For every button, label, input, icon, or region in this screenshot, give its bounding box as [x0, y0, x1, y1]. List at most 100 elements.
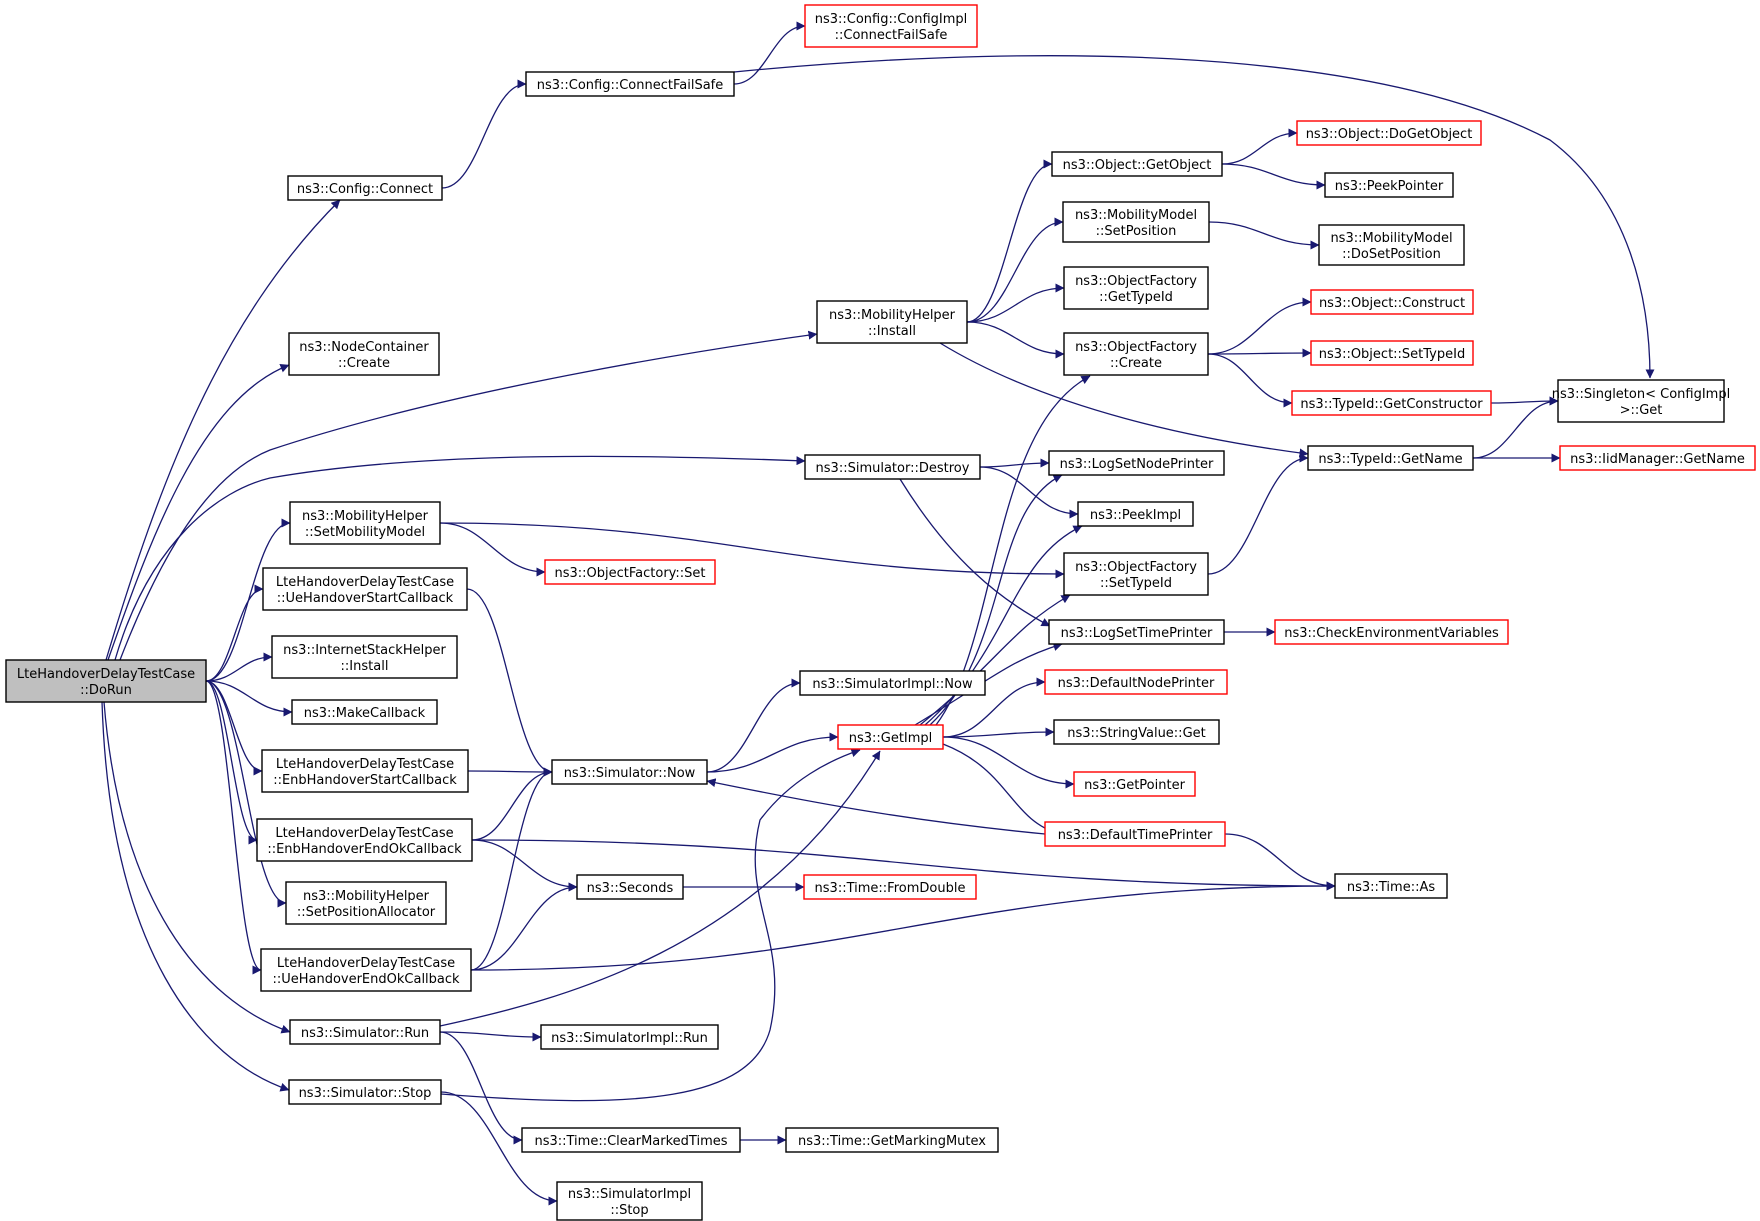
node-timeGetMarkingMutex[interactable]: ns3::Time::GetMarkingMutex [785, 1127, 999, 1153]
edge-doRun-to-ueHoStart [205, 584, 264, 682]
edge-doRun-to-simRun [103, 701, 291, 1034]
node-box [288, 332, 440, 376]
node-label: ns3::LogSetTimePrinter [1061, 626, 1213, 641]
node-box [1051, 151, 1223, 177]
node-label: ns3::Config::ConfigImpl [815, 12, 968, 27]
node-objDoGetObject[interactable]: ns3::Object::DoGetObject [1296, 120, 1482, 146]
edge-doRun-to-enbHoEndOk [205, 680, 258, 845]
node-objSetTypeId[interactable]: ns3::Object::SetTypeId [1310, 340, 1474, 366]
edge-mobHelperInstall-to-objGetObject [966, 159, 1053, 323]
node-label: ns3::ObjectFactory [1075, 560, 1197, 575]
edges-layer [101, 21, 1655, 1206]
node-label: ::SetPositionAllocator [297, 905, 436, 920]
node-objConstruct[interactable]: ns3::Object::Construct [1310, 289, 1474, 315]
node-mobModelSetPosition[interactable]: ns3::MobilityModel::SetPosition [1062, 201, 1210, 243]
node-simImplNow[interactable]: ns3::SimulatorImpl::Now [799, 670, 986, 696]
node-box [785, 1127, 999, 1153]
node-typeIdGetConstructor[interactable]: ns3::TypeId::GetConstructor [1291, 390, 1492, 416]
node-label: ::GetTypeId [1099, 290, 1173, 305]
node-simDestroy[interactable]: ns3::Simulator::Destroy [804, 454, 981, 480]
node-cfgConnect[interactable]: ns3::Config::Connect [287, 175, 443, 201]
node-seconds[interactable]: ns3::Seconds [576, 874, 684, 900]
node-checkEnvVars[interactable]: ns3::CheckEnvironmentVariables [1274, 619, 1509, 645]
node-box [1557, 379, 1725, 423]
node-objFactoryCreate[interactable]: ns3::ObjectFactory::Create [1063, 332, 1209, 376]
node-peekPointer[interactable]: ns3::PeekPointer [1324, 172, 1454, 198]
node-internetStackInstall[interactable]: ns3::InternetStackHelper::Install [271, 635, 458, 679]
edge-doRun-to-simDestroy [114, 455, 806, 661]
node-label: ::DoRun [80, 683, 132, 698]
node-label: ns3::Simulator::Stop [299, 1086, 432, 1101]
edge-doRun-to-simStop [101, 701, 290, 1092]
node-timeAs[interactable]: ns3::Time::As [1334, 873, 1448, 899]
node-simNow[interactable]: ns3::Simulator::Now [551, 759, 708, 785]
node-getImpl[interactable]: ns3::GetImpl [837, 724, 944, 750]
node-logSetNodePrinter[interactable]: ns3::LogSetNodePrinter [1048, 450, 1225, 476]
node-mobHelperSetMobilityModel[interactable]: ns3::MobilityHelper::SetMobilityModel [289, 501, 441, 545]
node-box [1053, 719, 1220, 745]
node-label: ns3::PeekImpl [1090, 508, 1181, 523]
node-logSetTimePrinter[interactable]: ns3::LogSetTimePrinter [1048, 619, 1225, 645]
node-singletonGet[interactable]: ns3::Singleton< ConfigImpl >::Get [1552, 379, 1730, 423]
node-objFactoryGetTypeId[interactable]: ns3::ObjectFactory::GetTypeId [1063, 266, 1209, 310]
node-nodeContainerCreate[interactable]: ns3::NodeContainer::Create [288, 332, 440, 376]
edge-doRun-to-makeCallback [205, 680, 293, 717]
node-defaultTimePrinter[interactable]: ns3::DefaultTimePrinter [1044, 821, 1226, 847]
node-iidManagerGetName[interactable]: ns3::IidManager::GetName [1559, 445, 1756, 471]
edge-simDestroy-to-logSetNodePrinter [979, 458, 1050, 468]
node-stringValueGet[interactable]: ns3::StringValue::Get [1053, 719, 1220, 745]
node-simImplStop[interactable]: ns3::SimulatorImpl::Stop [556, 1181, 703, 1221]
node-simImplRun[interactable]: ns3::SimulatorImpl::Run [540, 1024, 719, 1050]
node-label: ns3::DefaultNodePrinter [1058, 676, 1215, 691]
node-mobHelperSetPosAlloc[interactable]: ns3::MobilityHelper::SetPositionAllocato… [285, 881, 447, 925]
node-label: ns3::Simulator::Run [301, 1026, 429, 1041]
node-ueHoStart[interactable]: LteHandoverDelayTestCase::UeHandoverStar… [262, 567, 468, 611]
node-label: ::ConnectFailSafe [835, 28, 948, 43]
node-getPointer[interactable]: ns3::GetPointer [1073, 771, 1196, 797]
edge-ueHoEndOk-to-seconds [470, 882, 578, 971]
node-label: ns3::MobilityModel [1075, 208, 1197, 223]
node-objGetObject[interactable]: ns3::Object::GetObject [1051, 151, 1223, 177]
node-timeClearMarked[interactable]: ns3::Time::ClearMarkedTimes [521, 1127, 741, 1153]
node-cfgConnectFailSafe[interactable]: ns3::Config::ConnectFailSafe [525, 71, 735, 97]
edge-ueHoEndOk-to-timeAs [470, 881, 1336, 971]
node-box [1062, 201, 1210, 243]
node-box [260, 948, 472, 992]
node-mobHelperInstall[interactable]: ns3::MobilityHelper::Install [816, 300, 968, 344]
node-enbHoStart[interactable]: LteHandoverDelayTestCase::EnbHandoverSta… [261, 749, 469, 793]
node-label: ns3::Time::As [1347, 880, 1436, 895]
edge-cfgConnect-to-cfgConnectFailSafe [441, 79, 527, 189]
nodes-layer: LteHandoverDelayTestCase::DoRun ns3::Conf… [5, 4, 1756, 1221]
node-simStop[interactable]: ns3::Simulator::Stop [288, 1079, 442, 1105]
edge-getImpl-to-defaultTimePrinter [942, 743, 1061, 837]
node-label: ns3::Time::GetMarkingMutex [798, 1134, 986, 1149]
node-box [803, 874, 977, 900]
node-cfgImplConnectFailSafe[interactable]: ns3::Config::ConfigImpl::ConnectFailSafe [804, 4, 978, 48]
node-simRun[interactable]: ns3::Simulator::Run [289, 1019, 441, 1045]
node-peekImpl[interactable]: ns3::PeekImpl [1077, 501, 1194, 527]
node-typeIdGetName[interactable]: ns3::TypeId::GetName [1307, 445, 1474, 471]
node-label: ::SetPosition [1096, 224, 1177, 239]
node-label: ns3::MobilityHelper [302, 509, 429, 524]
node-objFactorySet[interactable]: ns3::ObjectFactory::Set [544, 559, 716, 585]
node-box [556, 1181, 703, 1221]
node-box [271, 635, 458, 679]
edge-objGetObject-to-objDoGetObject [1221, 128, 1298, 165]
edge-cfgConnectFailSafe-to-singletonGet [733, 55, 1655, 379]
node-ueHoEndOk[interactable]: LteHandoverDelayTestCase::UeHandoverEndO… [260, 948, 472, 992]
node-label: ::DoSetPosition [1342, 247, 1441, 262]
node-mobModelDoSetPosition[interactable]: ns3::MobilityModel::DoSetPosition [1318, 224, 1465, 266]
node-label: ns3::Simulator::Now [564, 766, 696, 781]
edge-getImpl-to-logSetTimePrinter [914, 642, 1063, 726]
node-label: ns3::MobilityModel [1330, 231, 1452, 246]
node-defaultNodePrinter[interactable]: ns3::DefaultNodePrinter [1044, 669, 1228, 695]
node-makeCallback[interactable]: ns3::MakeCallback [291, 699, 438, 725]
edge-objFactoryCreate-to-objSetTypeId [1207, 348, 1312, 358]
node-doRun[interactable]: LteHandoverDelayTestCase::DoRun [5, 659, 207, 703]
node-objFactorySetTypeId[interactable]: ns3::ObjectFactory::SetTypeId [1063, 552, 1209, 596]
edge-simNow-to-getImpl [706, 732, 839, 773]
node-timeFromDouble[interactable]: ns3::Time::FromDouble [803, 874, 977, 900]
node-enbHoEndOk[interactable]: LteHandoverDelayTestCase::EnbHandoverEnd… [256, 818, 473, 862]
node-label: ns3::GetImpl [849, 731, 933, 746]
node-box [1324, 172, 1454, 198]
